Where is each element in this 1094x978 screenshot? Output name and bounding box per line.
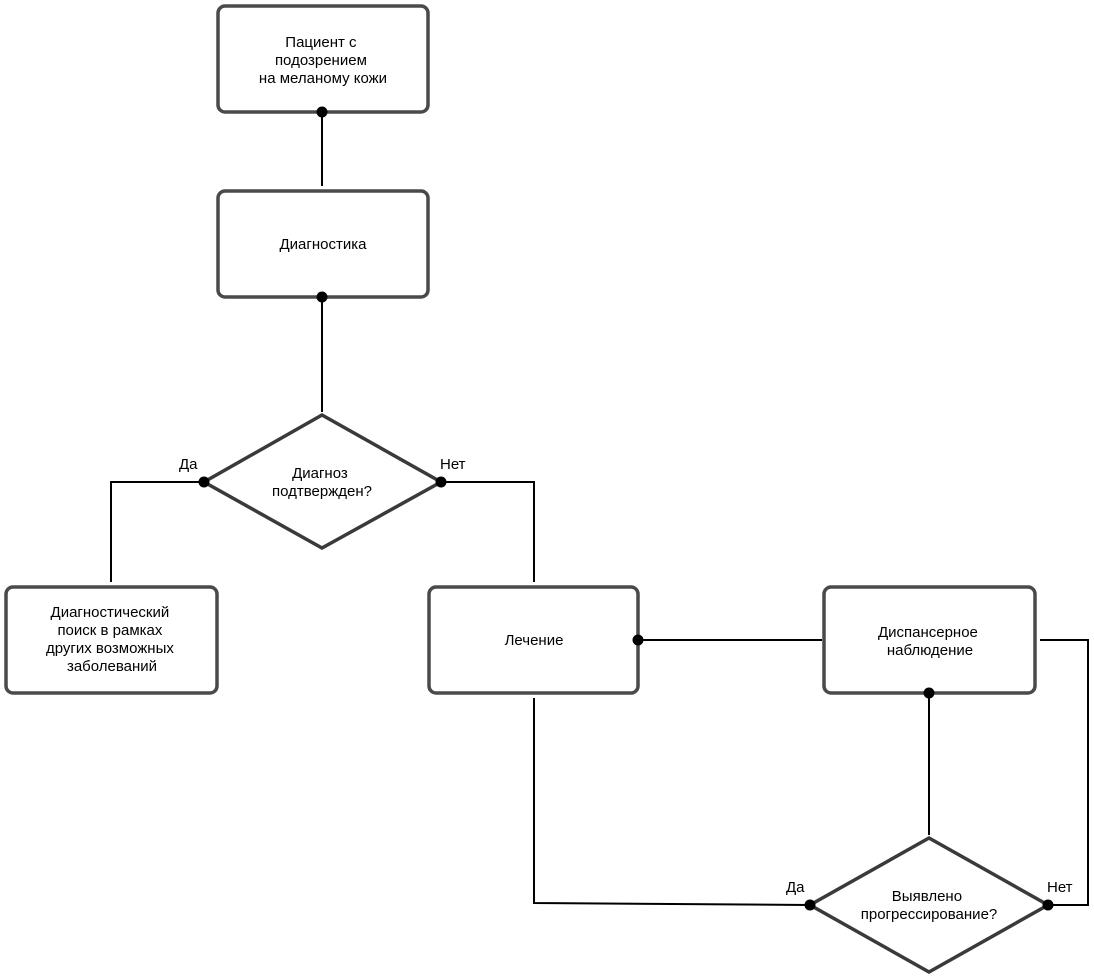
edge-progression-no-to-followup (1040, 639, 1089, 906)
connectors (110, 112, 1089, 906)
node-followup-text: Диспансерное наблюдение (878, 624, 982, 659)
connection-dots (198, 106, 1054, 911)
node-diagnostics[interactable]: Диагностика (216, 189, 430, 299)
dot-progression-left (804, 899, 816, 911)
node-patient-text: Пациент с подозрением на меланому кожи (259, 34, 387, 87)
dot-diagnostics-bottom (316, 291, 328, 303)
node-diagnosis-confirmed-text: Диагноз подтвержден? (272, 465, 372, 500)
node-diagnosis-confirmed-diamond (200, 412, 445, 551)
node-followup[interactable]: Диспансерное наблюдение (822, 585, 1037, 695)
dot-progression-right (1042, 899, 1054, 911)
node-treatment-text: Лечение (505, 632, 564, 649)
dot-followup-bottom (923, 687, 935, 699)
node-progression[interactable]: Выявлено прогрессирование? (806, 835, 1052, 975)
dot-patient-bottom (316, 106, 328, 118)
node-treatment[interactable]: Лечение (427, 585, 640, 695)
label-confirmed-yes: Да (179, 456, 198, 473)
label-confirmed-no: Нет (440, 456, 466, 473)
dot-treatment-right (632, 634, 644, 646)
node-diagnosis-confirmed[interactable]: Диагноз подтвержден? (200, 412, 445, 551)
node-diagnostic-search[interactable]: Диагностический поиск в рамках других во… (4, 585, 219, 695)
node-patient[interactable]: Пациент с подозрением на меланому кожи (216, 4, 430, 114)
node-progression-diamond (806, 835, 1052, 975)
edge-decision-yes-to-search (110, 481, 204, 582)
label-progression-no: Нет (1047, 879, 1073, 896)
node-diagnostic-search-box (4, 585, 219, 695)
node-diagnostic-search-text: Диагностический поиск в рамках других во… (46, 604, 178, 675)
dot-decision-right (435, 476, 447, 488)
edge-decision-no-to-treatment (441, 481, 535, 582)
label-progression-yes: Да (786, 879, 805, 896)
dot-decision-left (198, 476, 210, 488)
edge-labels: Да Нет Да Нет (179, 456, 1073, 896)
node-progression-text: Выявлено прогрессирование? (861, 888, 998, 923)
node-diagnostics-text: Диагностика (280, 236, 368, 253)
edge-treatment-to-progression (533, 698, 811, 906)
